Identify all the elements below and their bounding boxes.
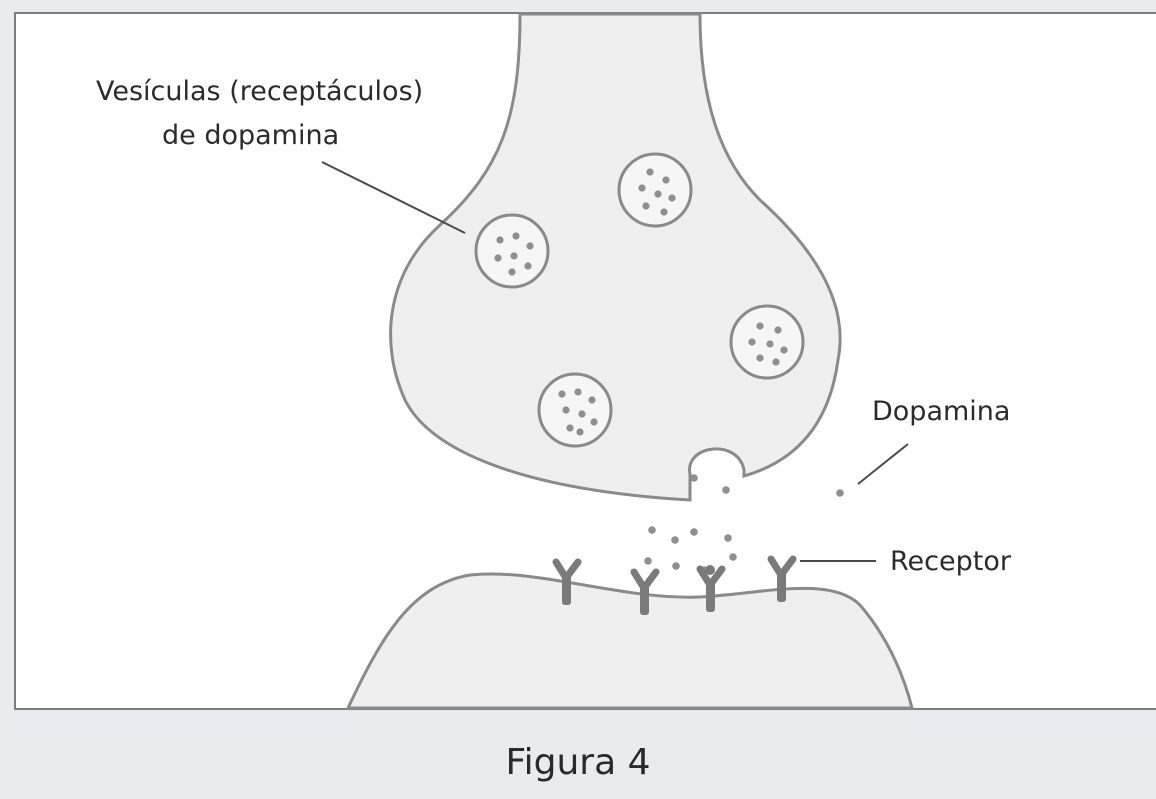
vesicle [731, 306, 803, 378]
postsynaptic-terminal [348, 574, 912, 708]
vesicles-leader-line [322, 162, 465, 233]
dopamine-leader-line [858, 444, 908, 484]
vesicle [476, 215, 548, 287]
receptor-label: Receptor [890, 546, 1012, 577]
figure-caption: Figura 4 [0, 742, 1156, 783]
synapse-diagram: Vesículas (receptáculos) de dopamina Dop… [0, 0, 1156, 720]
vesicle [539, 374, 611, 446]
dopamine-label: Dopamina [872, 396, 1010, 427]
presynaptic-terminal [391, 14, 841, 500]
vesicles-label-line2: de dopamina [162, 120, 339, 151]
vesicle [619, 154, 691, 226]
vesicles-label-line1: Vesículas (receptáculos) [96, 76, 423, 107]
